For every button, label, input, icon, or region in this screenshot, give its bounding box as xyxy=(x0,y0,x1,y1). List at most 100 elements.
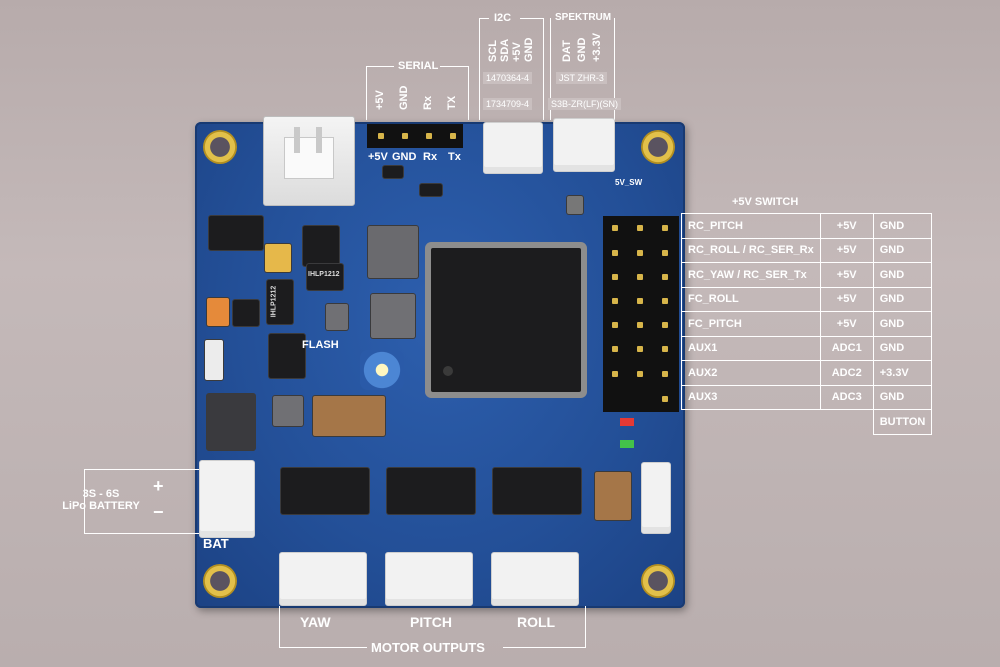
motor-connector-yaw xyxy=(279,552,367,606)
serial-bracket-left xyxy=(366,66,367,120)
flash-button[interactable] xyxy=(360,350,404,390)
pin-signal-cell: RC_YAW / RC_SER_Tx xyxy=(681,262,821,288)
motor-connector-roll xyxy=(491,552,579,606)
motor-driver-yaw xyxy=(281,468,369,514)
i2c-bracket-right xyxy=(543,18,544,120)
pin-right-cell: GND xyxy=(872,286,933,312)
inductor-label-2: IHLP1212 xyxy=(270,285,278,318)
pin-right-cell: GND xyxy=(872,213,933,239)
i2c-pin-sda: SDA xyxy=(499,38,511,62)
spektrum-title: SPEKTRUM xyxy=(555,12,612,23)
battery-connector xyxy=(199,460,255,538)
capacitor-brown-2 xyxy=(595,472,631,520)
ic-gray-1 xyxy=(368,226,418,278)
motor-bracket-right xyxy=(585,606,586,648)
pin-right-cell: BUTTON xyxy=(872,409,933,435)
board-silk-bat: BAT xyxy=(203,536,229,551)
i2c-pin-5v: +5V xyxy=(511,42,523,62)
i2c-bracket-left xyxy=(479,18,480,120)
spektrum-part-top: JST ZHR-3 xyxy=(556,72,607,84)
board-silk-5v: +5V xyxy=(368,151,388,163)
mounting-hole-bottom-left xyxy=(203,564,237,598)
mounting-hole-top-right xyxy=(641,130,675,164)
switch-5v xyxy=(567,196,583,214)
pin-right-cell: +3.3V xyxy=(872,360,933,386)
i2c-title: I2C xyxy=(494,12,512,24)
inductor-ihlp-1: IHLP1212 xyxy=(307,264,343,290)
pin-signal-cell: FC_PITCH xyxy=(681,311,821,337)
i2c-pin-gnd: GND xyxy=(523,37,535,62)
battery-minus: − xyxy=(153,502,164,522)
led-green xyxy=(620,440,634,448)
mosfet-2 xyxy=(269,334,305,378)
capacitor-brown xyxy=(313,396,385,436)
usb-connector xyxy=(263,116,355,206)
i2c-pin-scl: SCL xyxy=(487,40,499,62)
motor-output-yaw: YAW xyxy=(300,614,331,630)
main-mcu xyxy=(431,248,581,392)
capacitor-orange xyxy=(207,298,229,326)
motor-bracket-bottom-left xyxy=(279,647,367,648)
serial-pin-gnd: GND xyxy=(398,85,410,110)
inductor-ihlp-2: IHLP1212 xyxy=(267,280,293,324)
i2c-bracket-top2 xyxy=(520,18,544,19)
motor-driver-pitch xyxy=(387,468,475,514)
board-silk-flash: FLASH xyxy=(302,339,339,351)
pin-right-cell: GND xyxy=(872,311,933,337)
pin-signal-cell: RC_ROLL / RC_SER_Rx xyxy=(681,237,821,263)
motor-output-roll: ROLL xyxy=(517,614,556,630)
board-silk-5v-sw: 5V_SW xyxy=(615,178,643,187)
capacitor-yellow xyxy=(265,244,291,272)
serial-bracket-right xyxy=(468,66,469,120)
ic-gray-3 xyxy=(326,304,348,330)
serial-pin-tx: TX xyxy=(446,95,458,110)
spektrum-bracket-left xyxy=(550,18,551,120)
motor-output-pitch: PITCH xyxy=(410,614,452,630)
pin-right-cell: GND xyxy=(872,384,933,410)
motor-driver-roll xyxy=(493,468,581,514)
i2c-connector xyxy=(483,122,543,174)
pin-signal-cell: AUX3 xyxy=(681,384,821,410)
battery-bracket-bottom xyxy=(84,533,199,534)
spektrum-pin-gnd: GND xyxy=(576,37,588,62)
mounting-hole-top-left xyxy=(203,130,237,164)
pin-mid-cell: ADC1 xyxy=(819,335,874,361)
mounting-hole-bottom-right xyxy=(641,564,675,598)
motor-outputs-title: MOTOR OUTPUTS xyxy=(371,640,485,655)
inductor-label-1: IHLP1212 xyxy=(308,271,340,278)
pin-signal-cell: AUX1 xyxy=(681,335,821,361)
i2c-part-bottom: 1734709-4 xyxy=(483,98,533,110)
battery-label-line2: LiPo BATTERY xyxy=(62,500,140,512)
pin-table-row: BUTTON xyxy=(682,409,933,435)
mosfet-1 xyxy=(303,226,339,266)
rc-pin-header xyxy=(603,216,679,412)
pin-mid-cell: ADC2 xyxy=(819,360,874,386)
ic-gray-2 xyxy=(371,294,415,338)
led-red xyxy=(620,418,634,426)
pin-mid-cell: +5V xyxy=(819,213,874,239)
pin-mid-cell xyxy=(820,410,873,435)
pin-mid-cell: ADC3 xyxy=(819,384,874,410)
pin-signal-cell: AUX2 xyxy=(681,360,821,386)
pin-signal-cell: FC_ROLL xyxy=(681,286,821,312)
serial-bracket-top-right xyxy=(440,66,468,67)
pin-mid-cell: +5V xyxy=(819,286,874,312)
serial-bracket-top-left xyxy=(366,66,394,67)
serial-pin-rx: Rx xyxy=(422,95,434,110)
pin-right-cell: GND xyxy=(872,237,933,263)
motor-bracket-left xyxy=(279,606,280,648)
spektrum-pin-dat: DAT xyxy=(561,40,573,62)
board-silk-rx: Rx xyxy=(423,151,438,163)
motor-bracket-bottom-right xyxy=(503,647,586,648)
i2c-part-top: 1470364-4 xyxy=(483,72,533,84)
pin-signal-cell: RC_PITCH xyxy=(681,213,821,239)
battery-bracket-left xyxy=(84,469,85,533)
diode-1 xyxy=(383,166,403,178)
pin-mid-cell: +5V xyxy=(819,262,874,288)
